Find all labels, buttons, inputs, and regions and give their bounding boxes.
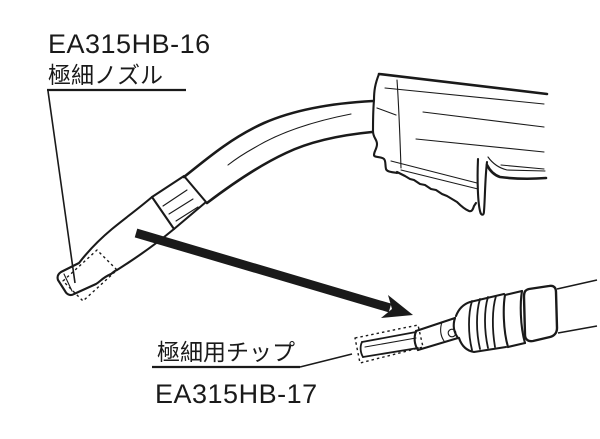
- tip-body: [413, 316, 460, 352]
- torch-neck-end-lines: [556, 279, 598, 334]
- contact-tip-assembly: [354, 279, 598, 364]
- tip-collar-ring: [502, 289, 527, 349]
- torch-body-drawing: [56, 72, 549, 302]
- nozzle-code-label: EA315HB-16: [48, 29, 211, 59]
- tip-leader-line: [299, 353, 353, 368]
- tip-label-block: 極細用チップ EA315HB-17: [152, 339, 353, 409]
- nozzle-label-block: EA315HB-16 極細ノズル: [47, 29, 211, 284]
- tip-code-label: EA315HB-17: [155, 379, 318, 409]
- contact-tip: [359, 331, 419, 358]
- nozzle-name-label: 極細ノズル: [48, 62, 163, 88]
- tip-threads: [454, 292, 508, 354]
- tip-holder-cylinder: [522, 284, 559, 343]
- torch-handle: [371, 72, 549, 190]
- torch-trigger: [395, 157, 489, 216]
- replacement-arrow: [134, 228, 413, 318]
- nozzle-leader-line: [47, 90, 76, 284]
- nozzle-collar: [150, 174, 208, 231]
- tip-dashed-outline: [354, 324, 424, 364]
- torch-neck: [182, 99, 375, 205]
- tip-name-label: 極細用チップ: [157, 339, 295, 365]
